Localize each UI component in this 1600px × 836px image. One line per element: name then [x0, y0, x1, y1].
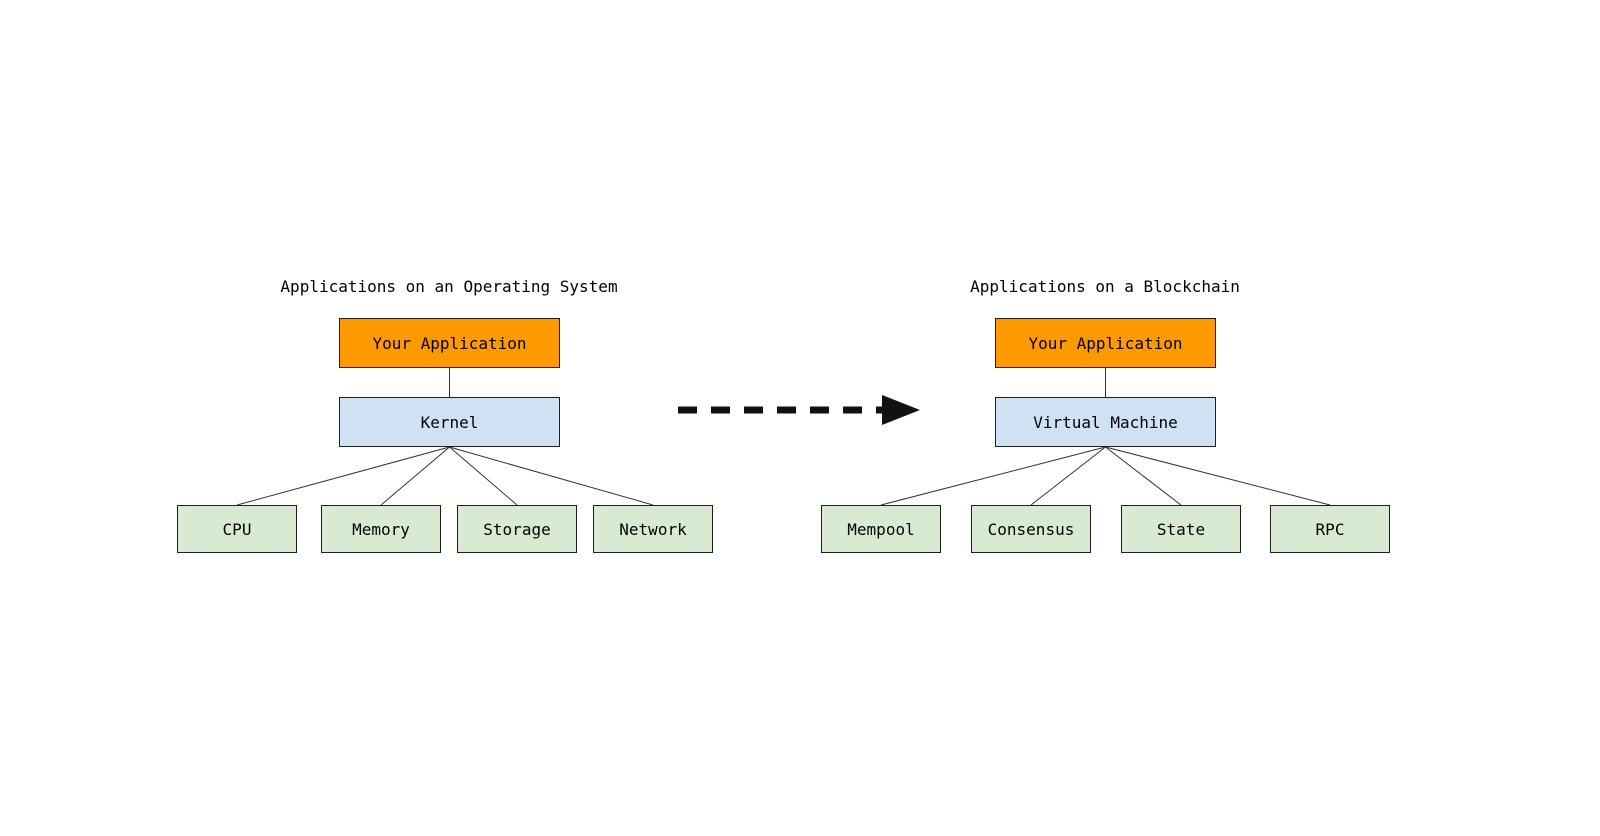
- rpc-box: RPC: [1270, 505, 1390, 553]
- right-vm-to-rpc-connector: [1105, 446, 1331, 506]
- cpu-box: CPU: [177, 505, 297, 553]
- consensus-box: Consensus: [971, 505, 1091, 553]
- right-diagram-title: Applications on a Blockchain: [970, 277, 1240, 296]
- left-kernel-to-cpu-connector: [236, 446, 450, 506]
- storage-box: Storage: [457, 505, 577, 553]
- right-vm-to-state-connector: [1105, 446, 1182, 506]
- right-vm-to-mempool-connector: [880, 446, 1106, 506]
- right-vm-to-consensus-connector: [1030, 446, 1106, 506]
- virtual-machine-box: Virtual Machine: [995, 397, 1216, 447]
- right-your-application-box: Your Application: [995, 318, 1216, 368]
- left-kernel-to-memory-connector: [380, 446, 450, 506]
- left-kernel-to-network-connector: [449, 446, 654, 506]
- left-diagram-title: Applications on an Operating System: [280, 277, 618, 296]
- left-kernel-to-storage-connector: [449, 446, 518, 506]
- network-box: Network: [593, 505, 713, 553]
- mempool-box: Mempool: [821, 505, 941, 553]
- left-your-application-box: Your Application: [339, 318, 560, 368]
- state-box: State: [1121, 505, 1241, 553]
- memory-box: Memory: [321, 505, 441, 553]
- dashed-right-arrow-icon: [678, 395, 920, 425]
- kernel-box: Kernel: [339, 397, 560, 447]
